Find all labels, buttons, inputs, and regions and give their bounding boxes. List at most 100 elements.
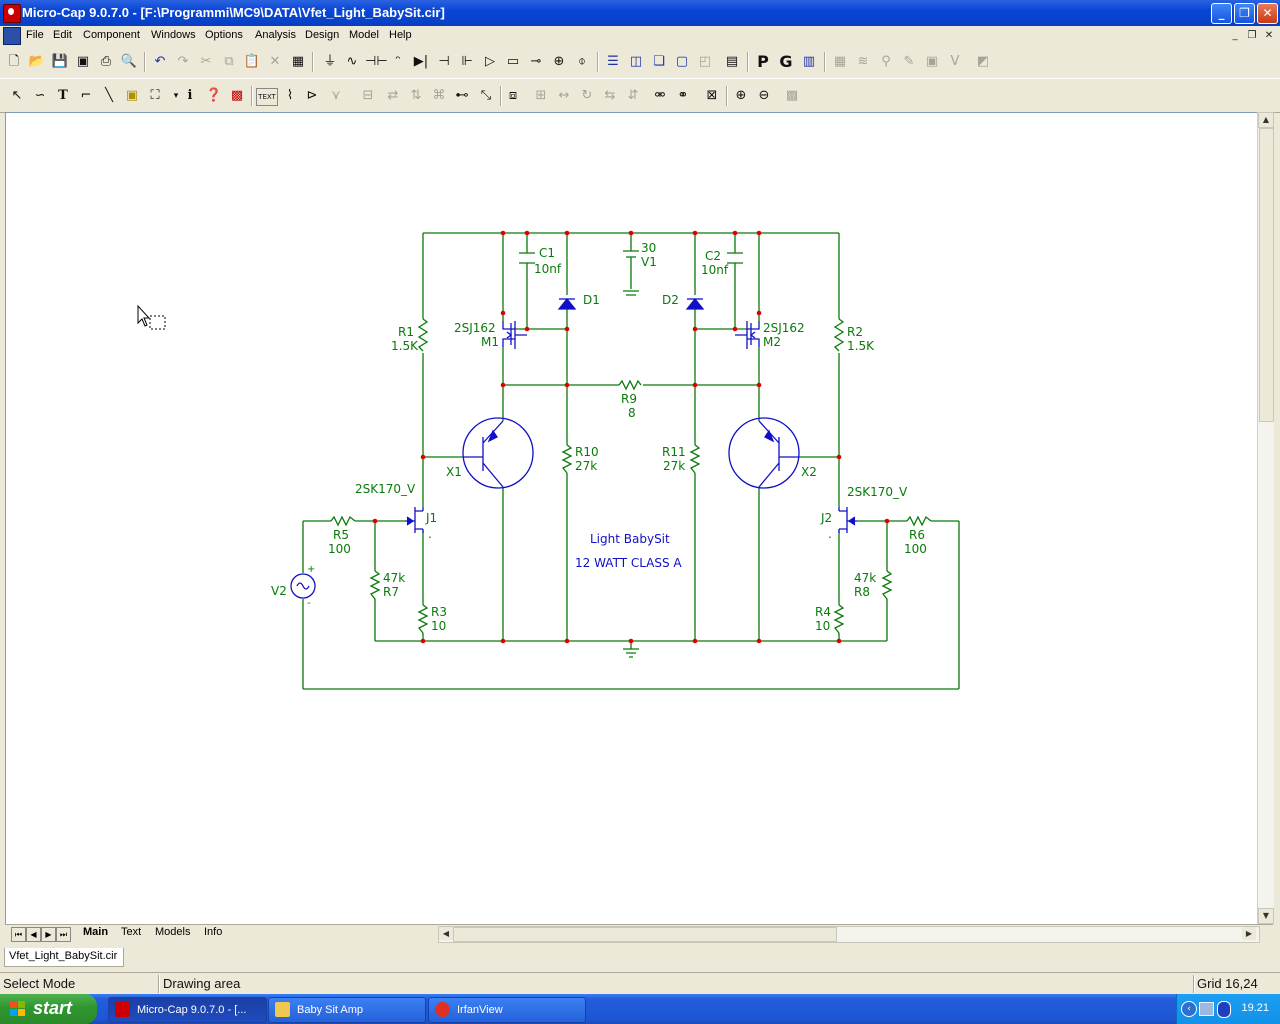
cascade-icon[interactable]: ❏ <box>653 54 665 69</box>
value-icon[interactable]: V <box>950 54 960 69</box>
last-page-icon[interactable]: ⏭ <box>56 927 71 942</box>
pen-icon[interactable]: ✎ <box>903 54 915 69</box>
network-icon[interactable] <box>1199 1002 1214 1016</box>
save-all-icon[interactable]: ▣ <box>76 54 90 69</box>
ground-icon[interactable]: ⏚ <box>323 54 337 69</box>
vertical-scroll-thumb[interactable] <box>1259 128 1274 422</box>
attribute-icon[interactable]: ⛶ <box>150 88 160 103</box>
p-key-icon[interactable]: P <box>757 52 769 71</box>
grid-icon[interactable]: ▦ <box>833 54 847 69</box>
tab-text[interactable]: Text <box>121 926 142 938</box>
next-page-icon[interactable]: ▶ <box>41 927 56 942</box>
redo-icon[interactable]: ↷ <box>177 54 189 69</box>
tab-models[interactable]: Models <box>155 926 191 938</box>
window-icon[interactable]: ▥ <box>802 54 816 69</box>
flip-dim-icon[interactable]: ⇆ <box>604 88 616 103</box>
maximize-button[interactable]: ❐ <box>1234 3 1255 24</box>
save-icon[interactable]: 💾 <box>51 54 69 69</box>
probe-dim-icon[interactable]: ⋎ <box>331 88 341 103</box>
delete-icon[interactable]: ✕ <box>269 54 281 69</box>
menu-design[interactable]: Design <box>305 29 340 41</box>
schematic[interactable]: C1 10nf C2 10nf 30 V1 D1 D2 2SJ162 M1 2S… <box>6 113 1258 925</box>
undo-icon[interactable]: ↶ <box>154 54 166 69</box>
start-button[interactable]: start <box>0 994 97 1024</box>
prev-page-icon[interactable]: ◀ <box>26 927 41 942</box>
mdi-close-button[interactable]: ✕ <box>1264 30 1274 41</box>
hflip-dim-icon[interactable]: ⇵ <box>627 88 639 103</box>
document-tab[interactable]: Vfet_Light_BabySit.cir <box>4 948 124 967</box>
close-button[interactable]: ✕ <box>1257 3 1278 24</box>
tray-expand-icon[interactable]: ‹ <box>1181 1001 1197 1017</box>
app-icon[interactable] <box>3 4 21 23</box>
drawing-area[interactable]: C1 10nf C2 10nf 30 V1 D1 D2 2SJ162 M1 2S… <box>5 112 1259 926</box>
title-bar[interactable]: Micro-Cap 9.0.7.0 - [F:\Programmi\MC9\DA… <box>0 0 1280 26</box>
component-icon[interactable]: ▣ <box>925 54 939 69</box>
flag-icon[interactable]: ▣ <box>125 88 139 103</box>
document-icon[interactable] <box>3 27 21 45</box>
align-icon[interactable]: ⊞ <box>535 88 547 103</box>
pin-icon[interactable]: ⊳ <box>306 88 318 103</box>
isource-icon[interactable]: ⌽ <box>578 54 586 69</box>
select-arrow-icon[interactable]: ↖ <box>11 88 23 103</box>
opamp-icon[interactable]: ▷ <box>485 54 495 69</box>
maximize-icon[interactable]: ▢ <box>675 54 689 69</box>
g-key-icon[interactable]: G <box>779 52 793 71</box>
scroll-left-icon[interactable]: ◀ <box>439 927 453 940</box>
taskbar-item-irfanview[interactable]: IrfanView <box>428 997 586 1023</box>
tile-v-icon[interactable]: ◫ <box>629 54 643 69</box>
hmirror-icon[interactable]: ↔ <box>558 88 570 103</box>
help-icon[interactable]: ❓ <box>205 88 223 103</box>
zoom-out-icon[interactable]: ⊖ <box>758 88 770 103</box>
find-icon[interactable]: ⚮ <box>654 88 666 103</box>
info-icon[interactable]: i <box>187 88 193 103</box>
picture-icon[interactable]: ◩ <box>976 54 990 69</box>
menu-options[interactable]: Options <box>205 29 243 41</box>
print-icon[interactable]: ⎙ <box>100 54 112 69</box>
mdi-minimize-button[interactable]: _ <box>1232 30 1238 41</box>
scroll-up-icon[interactable]: ▲ <box>1258 112 1274 128</box>
capacitor-icon[interactable]: ⊣⊢ <box>365 54 388 69</box>
wave-icon[interactable]: ≋ <box>857 54 869 69</box>
mdi-restore-button[interactable]: ❐ <box>1247 30 1257 41</box>
subckt-icon[interactable]: ▭ <box>506 54 520 69</box>
wire-tool-icon[interactable]: ⊷ <box>455 88 469 103</box>
tile-h-icon[interactable]: ☰ <box>607 54 619 69</box>
battery-icon[interactable]: ⊣ <box>438 54 450 69</box>
paste-icon[interactable]: 📋 <box>243 54 261 69</box>
switch-icon[interactable]: ⊸ <box>530 54 542 69</box>
dropdown-arrow-icon[interactable]: ▾ <box>173 91 179 101</box>
check-icon[interactable]: ▩ <box>230 88 244 103</box>
diag-wire-icon[interactable]: ╲ <box>105 88 113 103</box>
cut-icon[interactable]: ✂ <box>200 54 212 69</box>
first-page-icon[interactable]: ⏮ <box>11 927 26 942</box>
menu-windows[interactable]: Windows <box>151 29 196 41</box>
taskbar-item-microcap[interactable]: Micro-Cap 9.0.7.0 - [... <box>108 997 267 1023</box>
probe-icon[interactable]: ⚲ <box>881 54 891 69</box>
zoom-in-icon[interactable]: ⊕ <box>735 88 747 103</box>
ortho-wire-icon[interactable]: ⌐ <box>80 88 92 103</box>
text-tool-icon[interactable]: T <box>58 88 68 103</box>
vertical-scrollbar[interactable]: ▲ ▼ <box>1257 112 1274 924</box>
menu-file[interactable]: File <box>26 29 44 41</box>
wire-icon[interactable]: ∽ <box>34 88 46 103</box>
menu-analysis[interactable]: Analysis <box>255 29 296 41</box>
menu-component[interactable]: Component <box>83 29 140 41</box>
taskbar-item-folder[interactable]: Baby Sit Amp <box>268 997 426 1023</box>
grid-dim-icon[interactable]: ⊟ <box>362 88 374 103</box>
open-folder-icon[interactable]: 📂 <box>28 54 46 69</box>
rotate-dim-icon[interactable]: ↻ <box>581 88 593 103</box>
calculator-icon[interactable]: ▤ <box>725 54 739 69</box>
horizontal-scrollbar[interactable]: ◀ ▶ <box>438 926 1260 943</box>
copy-icon[interactable]: ⧉ <box>224 54 234 69</box>
mirror-icon[interactable]: ⇅ <box>410 88 422 103</box>
rotate-icon[interactable]: ⇄ <box>387 88 399 103</box>
text-label-icon[interactable]: TEXT <box>256 88 278 106</box>
check-page-icon[interactable]: ⊠ <box>706 88 718 103</box>
horizontal-scroll-thumb[interactable] <box>453 927 837 942</box>
diode-icon[interactable]: ▶| <box>413 54 429 69</box>
menu-edit[interactable]: Edit <box>53 29 72 41</box>
tab-info[interactable]: Info <box>204 926 223 938</box>
restore-icon[interactable]: ◰ <box>698 54 712 69</box>
print-preview-icon[interactable]: 🔍 <box>120 54 138 69</box>
select-all-icon[interactable]: ▦ <box>291 54 305 69</box>
